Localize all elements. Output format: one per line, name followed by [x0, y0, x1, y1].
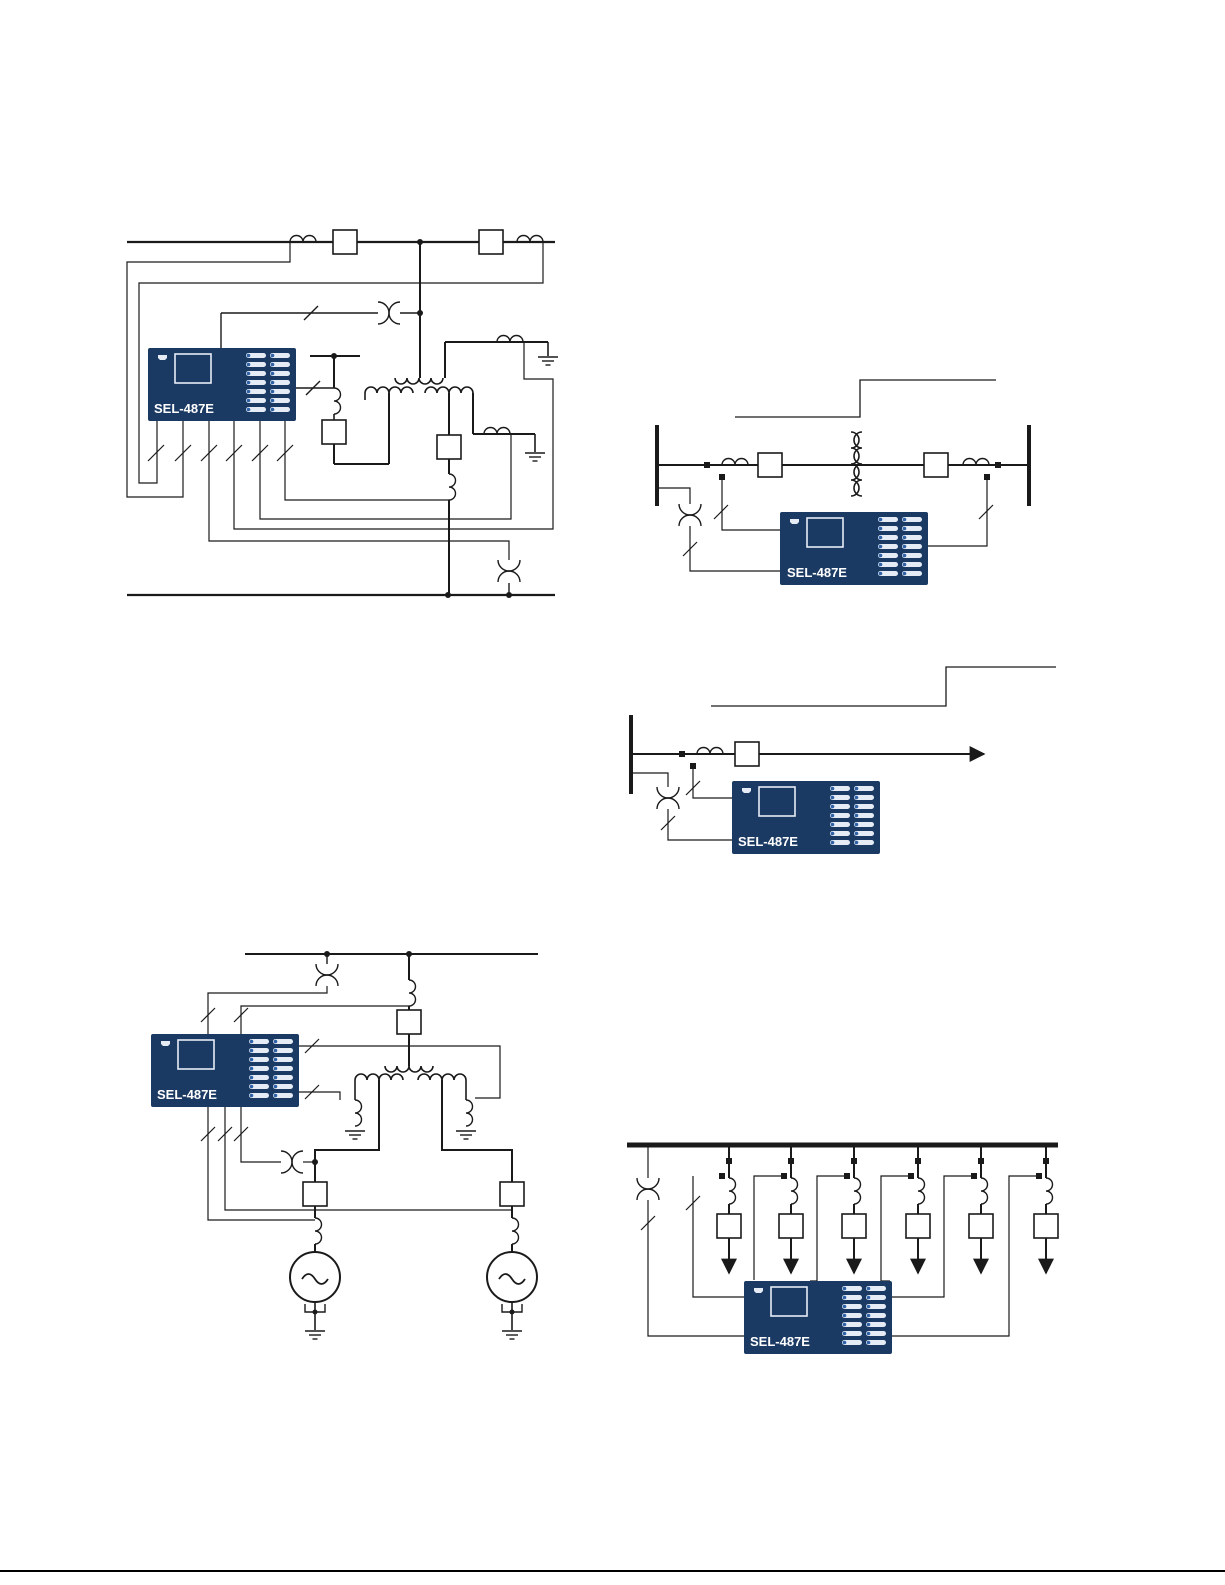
ground-icon	[502, 1331, 522, 1339]
current-transformer-icon	[315, 1218, 322, 1244]
breaker-icon	[969, 1214, 993, 1238]
current-transformer-icon	[981, 1178, 988, 1204]
ground-icon	[456, 1131, 476, 1139]
current-transformer-icon	[729, 1178, 736, 1204]
breaker-icon	[924, 453, 948, 477]
breaker-icon	[437, 435, 461, 459]
relay-label: SEL-487E	[750, 1334, 810, 1349]
generator-icon	[290, 1252, 340, 1302]
transformer-winding-icon	[365, 387, 413, 393]
current-transformer-icon	[449, 474, 456, 500]
breaker-icon	[397, 1010, 421, 1034]
potential-transformer-icon	[657, 787, 679, 809]
breaker-icon	[717, 1214, 741, 1238]
relay-device: SEL-487E	[148, 348, 296, 421]
current-transformer-icon	[918, 1178, 925, 1204]
breaker-icon	[779, 1214, 803, 1238]
breaker-icon	[906, 1214, 930, 1238]
breaker-icon	[479, 230, 503, 254]
feeder-bay	[881, 1145, 930, 1281]
relay-device: SEL-487E	[732, 781, 880, 854]
potential-transformer-icon	[281, 1151, 303, 1173]
breaker-icon	[322, 420, 346, 444]
current-transformer-icon	[1046, 1178, 1053, 1204]
transformer-primary-winding-icon	[385, 1066, 433, 1072]
page-footer-rule	[0, 1570, 1225, 1572]
feeder-bay	[754, 1145, 803, 1280]
breaker-icon	[303, 1182, 327, 1206]
potential-transformer-icon	[637, 1178, 659, 1200]
relay-device: SEL-487E	[780, 512, 928, 585]
relay-label: SEL-487E	[787, 565, 847, 580]
relay-device: SEL-487E	[744, 1281, 892, 1354]
ground-icon	[345, 1131, 365, 1139]
potential-transformer-icon	[498, 560, 520, 582]
transformer-winding-icon	[355, 1074, 403, 1080]
ground-icon	[305, 1331, 325, 1339]
current-transformer-icon	[355, 1100, 362, 1126]
breaker-icon	[500, 1182, 524, 1206]
current-transformer-icon	[791, 1178, 798, 1204]
breaker-icon	[1034, 1214, 1058, 1238]
potential-transformer-icon	[316, 964, 338, 986]
potential-transformer-icon	[378, 302, 400, 324]
potential-transformer-icon	[679, 504, 701, 526]
relay-label: SEL-487E	[157, 1087, 217, 1102]
relay-label: SEL-487E	[154, 401, 214, 416]
current-transformer-icon	[334, 388, 341, 414]
current-transformer-icon	[409, 980, 416, 1006]
breaker-icon	[333, 230, 357, 254]
breaker-icon	[842, 1214, 866, 1238]
feeder-bay	[717, 1145, 741, 1273]
current-transformer-icon	[466, 1100, 473, 1126]
generator-icon	[487, 1252, 537, 1302]
relay-label: SEL-487E	[738, 834, 798, 849]
diagram-generator-step-up	[201, 951, 538, 1339]
ground-icon	[538, 357, 558, 365]
breaker-icon	[735, 742, 759, 766]
feeder-bay	[810, 1145, 866, 1281]
breaker-icon	[758, 453, 782, 477]
transformer-winding-icon	[425, 387, 473, 393]
current-transformer-icon	[854, 1178, 861, 1204]
transformer-winding-icon	[418, 1074, 466, 1080]
relay-device: SEL-487E	[151, 1034, 299, 1107]
ground-icon	[525, 453, 545, 461]
transformer-primary-winding-icon	[395, 378, 443, 384]
current-transformer-icon	[512, 1218, 519, 1244]
